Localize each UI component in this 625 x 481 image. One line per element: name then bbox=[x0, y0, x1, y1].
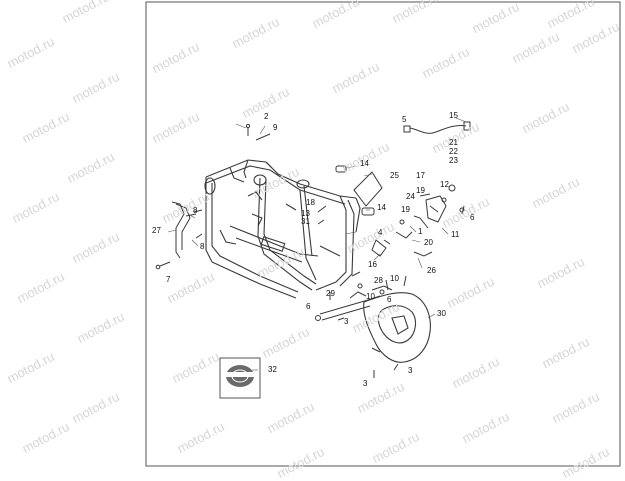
callout-label: 11 bbox=[451, 230, 460, 239]
diagram-border bbox=[145, 1, 621, 467]
callout-label: 6 bbox=[470, 213, 475, 222]
left-bracket bbox=[171, 201, 197, 259]
callout-label: 2 bbox=[264, 112, 269, 121]
callout-label: 20 bbox=[424, 238, 433, 247]
callout-label: 8 bbox=[200, 242, 205, 251]
callout-label: 28 bbox=[374, 276, 383, 285]
callout-label: 17 bbox=[416, 171, 425, 180]
callout-label: 1 bbox=[418, 227, 423, 236]
callout-label: 23 bbox=[449, 156, 458, 165]
callout-label: 14 bbox=[360, 159, 369, 168]
callout-label: 9 bbox=[273, 123, 278, 132]
callout-label: 29 bbox=[326, 289, 335, 298]
callout-label: 7 bbox=[166, 275, 171, 284]
callout-label: 15 bbox=[449, 111, 458, 120]
callout-label: 3 bbox=[408, 366, 413, 375]
leader-lines bbox=[167, 117, 467, 371]
callout-label: 21 bbox=[449, 138, 458, 147]
callout-label: 3 bbox=[344, 317, 349, 326]
callout-label: 25 bbox=[390, 171, 399, 180]
callout-label: 26 bbox=[427, 266, 436, 275]
backbone-tube bbox=[335, 165, 383, 216]
callout-label: 19 bbox=[416, 186, 425, 195]
callout-label: 24 bbox=[406, 192, 415, 201]
front-cover bbox=[363, 292, 431, 363]
callout-label: 12 bbox=[440, 180, 449, 189]
callout-label: 32 bbox=[268, 365, 277, 374]
callout-label: 14 bbox=[377, 203, 386, 212]
callout-label: 13 bbox=[301, 209, 310, 218]
callout-label: 8 bbox=[193, 206, 198, 215]
callout-label: 30 bbox=[437, 309, 446, 318]
fasteners bbox=[155, 123, 465, 378]
callout-label: 3 bbox=[363, 379, 368, 388]
callout-label: 27 bbox=[152, 226, 161, 235]
callout-label: 16 bbox=[368, 260, 377, 269]
callout-label: 22 bbox=[449, 147, 458, 156]
motorcycle-frame bbox=[204, 159, 361, 299]
callout-label: 31 bbox=[301, 217, 310, 226]
callout-label: 5 bbox=[402, 115, 407, 124]
callout-label: 4 bbox=[378, 228, 383, 237]
callout-label: 6 bbox=[306, 302, 311, 311]
right-parts bbox=[371, 121, 471, 257]
callout-label: 6 bbox=[387, 295, 392, 304]
callout-label: 18 bbox=[306, 198, 315, 207]
callout-label: 10 bbox=[390, 274, 399, 283]
parts-diagram bbox=[145, 1, 621, 467]
callout-label: 19 bbox=[401, 205, 410, 214]
callout-label: 10 bbox=[366, 292, 375, 301]
logo-emblem bbox=[219, 357, 261, 399]
